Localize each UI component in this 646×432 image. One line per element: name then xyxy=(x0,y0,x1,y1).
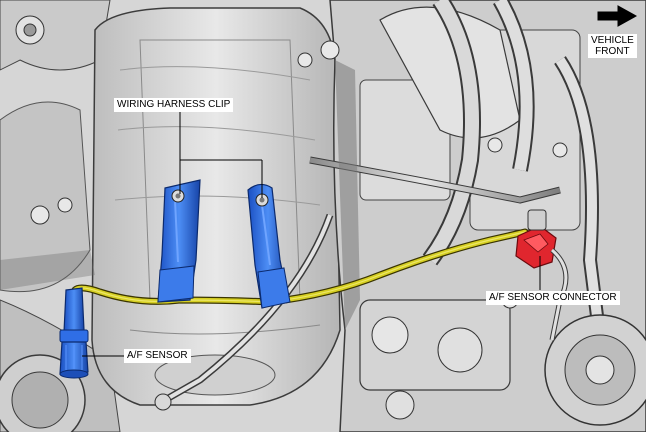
af-sensor xyxy=(59,287,89,379)
vehicle-front-arrow-icon xyxy=(597,5,638,27)
leader-lines xyxy=(82,111,541,357)
vehicle-front-label-line2: FRONT xyxy=(595,46,630,57)
vehicle-front-label: VEHICLE FRONT xyxy=(588,34,637,58)
af-sensor-connector-label: A/F SENSOR CONNECTOR xyxy=(486,291,620,305)
wiring-harness-clip-label: WIRING HARNESS CLIP xyxy=(114,98,234,112)
vehicle-front-label-line1: VEHICLE xyxy=(591,35,634,46)
wiring-harness-clip-left xyxy=(157,179,201,303)
af-sensor-label: A/F SENSOR xyxy=(124,349,191,363)
